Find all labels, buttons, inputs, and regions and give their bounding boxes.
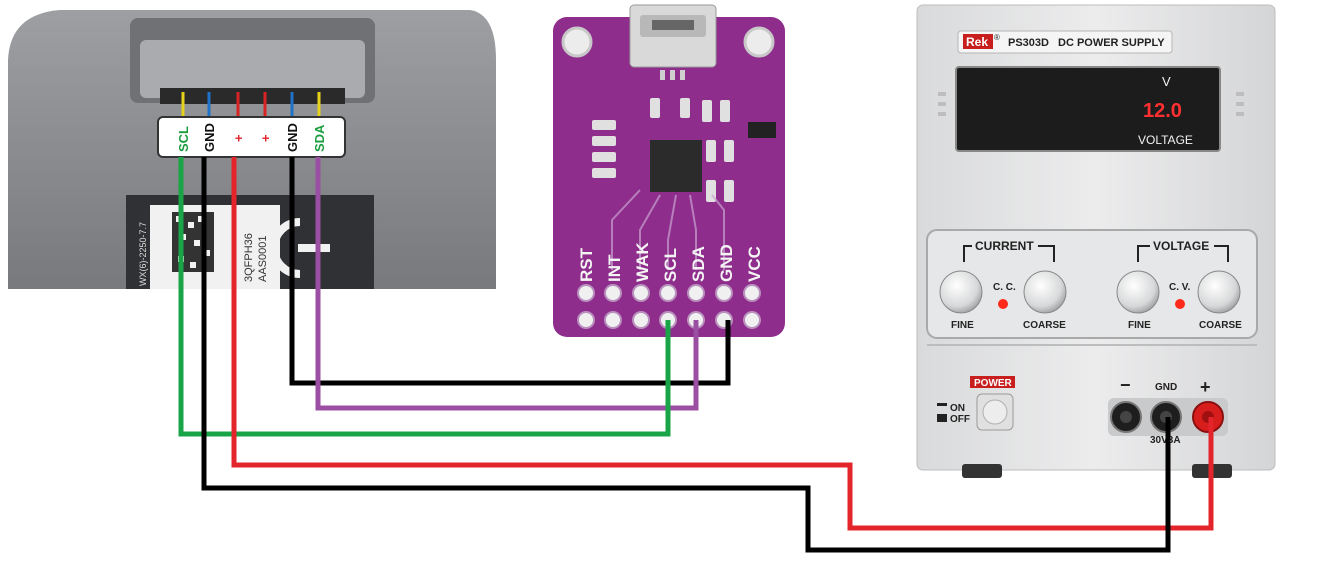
- voltage-regulator: [748, 122, 776, 138]
- battery-pin-gnd-label: GND: [285, 123, 300, 152]
- mounting-hole: [561, 26, 593, 58]
- board-pin-sda-label: SDA: [689, 246, 708, 282]
- rating-label: 30V3A: [1150, 435, 1181, 446]
- battery-label-line-1: 3QFPH36: [243, 233, 255, 282]
- on-label: ON: [950, 403, 965, 414]
- wire-gnd-to-psu: [201, 157, 1171, 553]
- cc-label: C. C.: [993, 282, 1016, 293]
- voltage-coarse-label: COARSE: [1199, 320, 1242, 331]
- board-pin-gnd-label: GND: [717, 244, 736, 282]
- battery-pin-plus-label: +: [258, 134, 273, 142]
- battery-pin-gnd-label: GND: [202, 123, 217, 152]
- battery-pin-label-box: [157, 116, 346, 158]
- wire-vcc-to-psu: [231, 157, 1214, 531]
- power-label: POWER: [974, 378, 1013, 389]
- battery-pin-scl-label: SCL: [176, 126, 191, 152]
- wire-gnd-to-board: [289, 157, 731, 386]
- breakout-board: RST INT WAK SCL SDA GND VCC: [553, 4, 785, 337]
- model-label: PS303D: [1008, 37, 1049, 49]
- vent-slots: [938, 92, 1244, 116]
- registered-mark: ®: [994, 33, 1000, 42]
- current-coarse-knob[interactable]: [1023, 270, 1067, 314]
- board-pin-pads: [577, 284, 761, 329]
- voltage-fine-label: FINE: [1128, 320, 1151, 331]
- voltage-fine-knob[interactable]: [1116, 270, 1160, 314]
- voltage-group-label: VOLTAGE: [1153, 239, 1209, 253]
- current-coarse-label: COARSE: [1023, 320, 1066, 331]
- voltage-display: [955, 66, 1221, 152]
- sensor-chip: [650, 140, 702, 192]
- minus-label: −: [1120, 375, 1131, 395]
- psu-title: DC POWER SUPPLY: [1058, 37, 1165, 49]
- display-value: 12.0: [1143, 100, 1182, 122]
- cc-led-indicator: [998, 299, 1008, 309]
- battery-pin-stubs: [181, 92, 321, 118]
- gnd-terminal-label: GND: [1155, 382, 1177, 393]
- battery-pack: 3QFPH36 AAS0001 WX(6)-2250-7.7 SCL GND +…: [8, 10, 496, 289]
- plus-label: +: [1200, 377, 1211, 397]
- brand-badge: [963, 34, 993, 49]
- current-group-label: CURRENT: [975, 239, 1034, 253]
- voltage-coarse-knob[interactable]: [1197, 270, 1241, 314]
- battery-pin-plus-label: +: [231, 134, 246, 142]
- cv-led-indicator: [1175, 299, 1185, 309]
- wires: [178, 157, 1214, 553]
- brand-label: Rek: [966, 35, 988, 49]
- display-unit: V: [1162, 74, 1171, 89]
- current-fine-label: FINE: [951, 320, 974, 331]
- wire-scl-to-board: [178, 157, 671, 437]
- battery-logo-icon: [270, 218, 301, 278]
- battery-side-text: WX(6)-2250-7.7: [138, 222, 148, 286]
- board-pin-wak-label: WAK: [633, 242, 652, 282]
- board-pin-vcc-label: VCC: [745, 246, 764, 282]
- board-pin-scl-label: SCL: [661, 248, 680, 282]
- off-label: OFF: [950, 414, 970, 425]
- battery-pin-sda-label: SDA: [312, 124, 327, 152]
- battery-label-line-2: AAS0001: [257, 236, 269, 282]
- wire-sda-to-board: [315, 157, 699, 411]
- display-caption: VOLTAGE: [1138, 133, 1193, 147]
- cv-label: C. V.: [1169, 282, 1191, 293]
- board-pin-int-label: INT: [605, 254, 624, 282]
- mounting-hole: [743, 26, 775, 58]
- board-pin-rst-label: RST: [577, 247, 596, 282]
- power-supply: Rek ® PS303D DC POWER SUPPLY V 12.0 VOLT…: [916, 4, 1276, 478]
- current-fine-knob[interactable]: [939, 270, 983, 314]
